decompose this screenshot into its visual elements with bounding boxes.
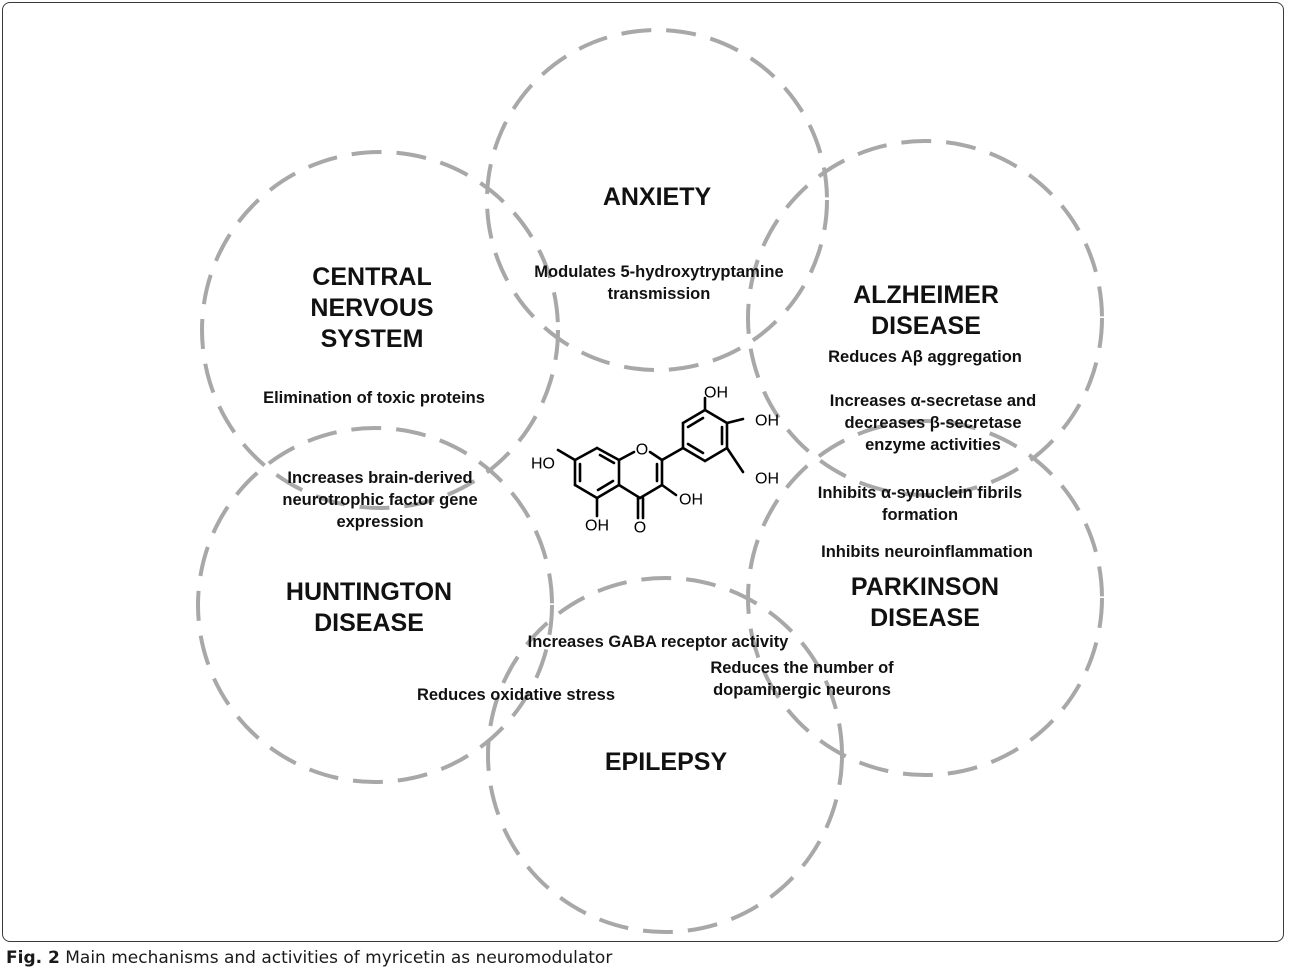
alzheimer-title-line-2: DISEASE bbox=[871, 312, 981, 340]
oxidative-stress-mechanism-line-1: Reduces oxidative stress bbox=[417, 686, 615, 704]
parkinson-mechanism-2: Inhibits neuroinflammation bbox=[821, 543, 1033, 561]
cns-title-line-2: NERVOUS bbox=[310, 294, 433, 322]
epilepsy-mechanism: Increases GABA receptor activity bbox=[528, 633, 790, 651]
myricetin-structure: O O HO OH OH OH OH OH bbox=[531, 385, 779, 537]
epilepsy-circle bbox=[486, 576, 844, 934]
oh-c5-label: OH bbox=[585, 518, 609, 535]
oh-top-label: OH bbox=[704, 385, 728, 402]
parkinson-mechanism-1-line-2: formation bbox=[882, 506, 958, 524]
huntington-mechanism-line-1: Increases brain-derived bbox=[287, 469, 472, 487]
huntington-title: HUNTINGTON DISEASE bbox=[286, 578, 452, 637]
alzheimer-mechanism-2-line-3: enzyme activities bbox=[865, 436, 1001, 454]
dopaminergic-mechanism-line-1: Reduces the number of bbox=[710, 659, 894, 677]
oh-c3-label: OH bbox=[679, 492, 703, 509]
region-circles bbox=[196, 28, 1104, 934]
huntington-circle bbox=[196, 426, 554, 784]
venn-diagram: ANXIETY CENTRAL NERVOUS SYSTEM ALZHEIMER DI… bbox=[196, 28, 1104, 934]
anxiety-circle bbox=[485, 28, 829, 372]
huntington-mechanism-line-3: expression bbox=[336, 513, 423, 531]
epilepsy-mechanism-line-1: Increases GABA receptor activity bbox=[528, 633, 790, 651]
cns-circle bbox=[200, 150, 560, 510]
huntington-mechanism: Increases brain-derived neurotrophic fact… bbox=[282, 469, 477, 531]
alzheimer-mechanism-2-line-2: decreases β-secretase bbox=[844, 414, 1021, 432]
ring-oxygen-label: O bbox=[636, 442, 648, 459]
figure-label: Fig. 2 bbox=[6, 948, 60, 968]
parkinson-title-line-2: DISEASE bbox=[870, 604, 980, 632]
anxiety-mechanism-line-1: Modulates 5-hydroxytryptamine bbox=[534, 263, 783, 281]
alzheimer-mechanism-1: Reduces Aβ aggregation bbox=[828, 348, 1022, 366]
cns-title: CENTRAL NERVOUS SYSTEM bbox=[310, 263, 433, 353]
cns-title-line-3: SYSTEM bbox=[321, 325, 424, 353]
parkinson-mechanism-1-line-1: Inhibits α-synuclein fibrils bbox=[818, 484, 1023, 502]
alzheimer-mechanism-2-line-1: Increases α-secretase and bbox=[830, 392, 1036, 410]
alzheimer-circle bbox=[746, 139, 1104, 497]
cns-mechanism: Elimination of toxic proteins bbox=[263, 389, 485, 407]
ho-left-label: HO bbox=[531, 456, 555, 473]
parkinson-title-line-1: PARKINSON bbox=[851, 573, 999, 601]
cns-mechanism-line-1: Elimination of toxic proteins bbox=[263, 389, 485, 407]
figure-caption: Fig. 2 Main mechanisms and activities of… bbox=[6, 948, 612, 968]
huntington-title-line-2: DISEASE bbox=[314, 609, 424, 637]
oh-right-upper-label: OH bbox=[755, 413, 779, 430]
alzheimer-title-line-1: ALZHEIMER bbox=[853, 281, 999, 309]
figure-frame bbox=[2, 2, 1284, 942]
carbonyl-oxygen-label: O bbox=[634, 520, 646, 537]
parkinson-mechanism-2-line-1: Inhibits neuroinflammation bbox=[821, 543, 1033, 561]
figure-caption-text: Main mechanisms and activities of myrice… bbox=[59, 948, 613, 968]
anxiety-title-line-1: ANXIETY bbox=[603, 183, 712, 211]
dopaminergic-mechanism-line-2: dopaminergic neurons bbox=[713, 681, 891, 699]
anxiety-title: ANXIETY bbox=[603, 183, 712, 211]
parkinson-title: PARKINSON DISEASE bbox=[851, 573, 999, 632]
alzheimer-title: ALZHEIMER DISEASE bbox=[853, 281, 999, 340]
epilepsy-title: EPILEPSY bbox=[605, 748, 728, 776]
alzheimer-mechanism-1-line-1: Reduces Aβ aggregation bbox=[828, 348, 1022, 366]
anxiety-mechanism: Modulates 5-hydroxytryptamine transmissio… bbox=[534, 263, 783, 303]
anxiety-mechanism-line-2: transmission bbox=[608, 285, 711, 303]
dopaminergic-mechanism: Reduces the number of dopaminergic neuron… bbox=[710, 659, 894, 699]
cns-title-line-1: CENTRAL bbox=[312, 263, 431, 291]
alzheimer-mechanism-2: Increases α-secretase and decreases β-sec… bbox=[830, 392, 1036, 454]
oxidative-stress-mechanism: Reduces oxidative stress bbox=[417, 686, 615, 704]
huntington-mechanism-line-2: neurotrophic factor gene bbox=[282, 491, 477, 509]
parkinson-mechanism-1: Inhibits α-synuclein fibrils formation bbox=[818, 484, 1023, 524]
oh-right-lower-label: OH bbox=[755, 471, 779, 488]
huntington-title-line-1: HUNTINGTON bbox=[286, 578, 452, 606]
epilepsy-title-line-1: EPILEPSY bbox=[605, 748, 728, 776]
